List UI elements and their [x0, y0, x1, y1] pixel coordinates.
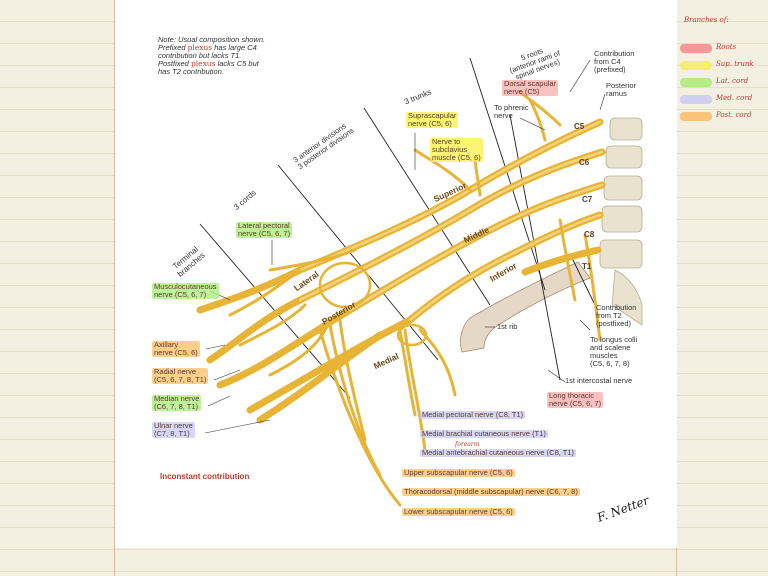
legend-swatch: [680, 44, 712, 53]
inconstant-contribution-label: Inconstant contribution: [160, 472, 250, 481]
label-ulnar-nerve: Ulnar nerve(C7, 8, T1): [152, 421, 195, 438]
note-line: Postfixed plexus lacks C5 but: [158, 59, 259, 68]
legend-swatch: [680, 112, 712, 121]
legend-swatch: [680, 95, 712, 104]
note-line: Note: Usual composition shown.: [158, 35, 266, 44]
label-upper-subscapular-nerve: Upper subscapular nerve (C5, 6): [402, 468, 515, 477]
legend-swatch: [680, 61, 712, 70]
root-label-c5: C5: [574, 122, 585, 131]
first-rib: [460, 261, 591, 353]
label-lower-subscapular-nerve: Lower subscapular nerve (C5, 6): [402, 507, 515, 516]
composition-note: Note: Usual composition shown. Prefixed …: [158, 36, 288, 76]
label-radial-nerve: Radial nerve(C5, 6, 7, 8, T1): [152, 367, 209, 384]
root-label-t1: T1: [582, 262, 592, 271]
margin-line-left: [114, 0, 115, 576]
label-medial-antebrachial-cutaneous-nerve: Medial antebrachial cutaneous nerve (C8,…: [420, 448, 577, 457]
root-label-c8: C8: [584, 230, 595, 239]
legend-swatch: [680, 78, 712, 87]
label-first-intercostal-nerve: 1st intercostal nerve: [565, 376, 633, 385]
handwritten-forearm-note: forearm: [455, 441, 480, 448]
legend-title: Branches of:: [684, 16, 729, 24]
note-line: Prefixed plexus has large C4: [158, 43, 257, 52]
legend-label: Roots: [716, 43, 737, 51]
root-label-c6: C6: [579, 158, 590, 167]
label-thoracodorsal-nerve: Thoracodorsal (middle subscapular) nerve…: [402, 487, 580, 496]
label-medial-brachial-cutaneous-nerve: Medial brachial cutaneous nerve (T1): [420, 429, 548, 438]
vertebral-column: [599, 117, 643, 326]
legend-label: Lat. cord: [716, 77, 749, 85]
label-first-rib: 1st rib: [497, 322, 518, 331]
legend-label: Post. cord: [716, 111, 752, 119]
legend-label: Sup. trunk: [716, 60, 754, 68]
note-line: contribution but lacks T1.: [158, 51, 242, 60]
label-medial-pectoral-nerve: Medial pectoral nerve (C8, T1): [420, 410, 526, 419]
note-line: has T2 contribution.: [158, 67, 224, 76]
legend-label: Med. cord: [716, 94, 753, 102]
label-median-nerve: Median nerve(C6, 7, 8, T1): [152, 394, 202, 411]
root-label-c7: C7: [582, 195, 593, 204]
